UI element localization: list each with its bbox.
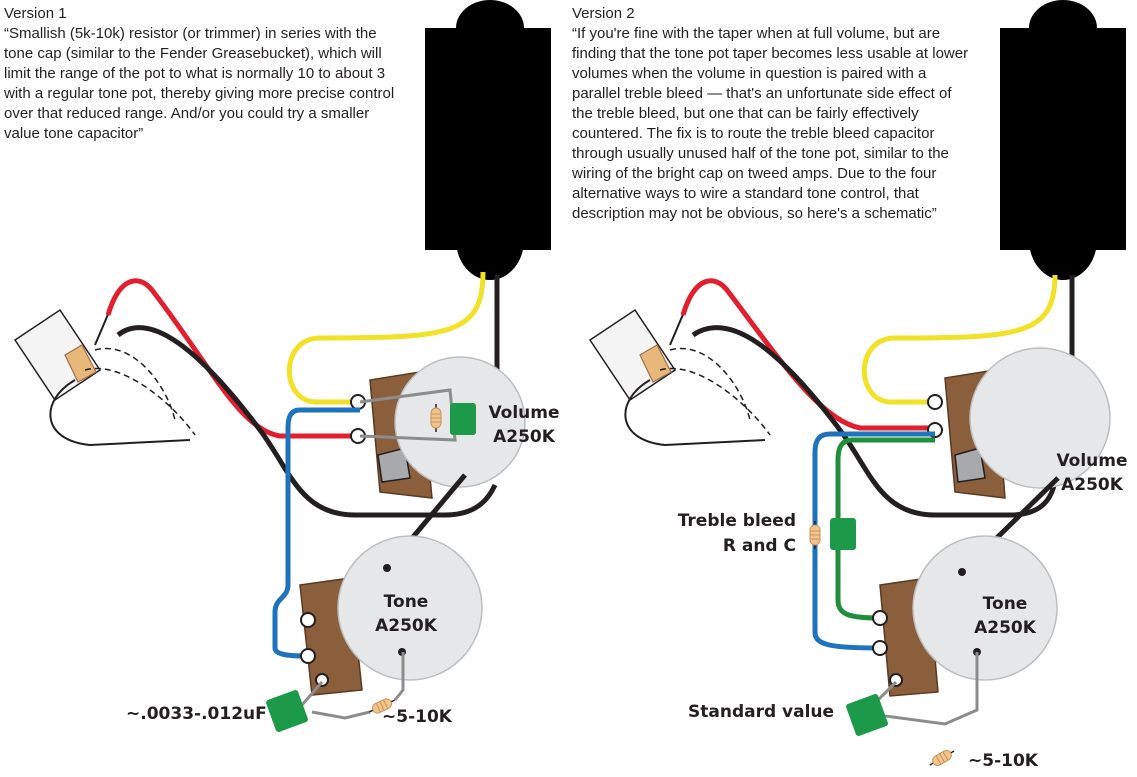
volume-value-v2: A250K: [1061, 475, 1123, 495]
version2-line: the treble bleed, but one that can be fa…: [572, 105, 919, 122]
tone-pot-v2: [912, 535, 1058, 681]
tone-cap-v2: [846, 694, 888, 736]
version2-line: volumes when the volume in question is p…: [572, 65, 927, 82]
treble-bleed-label-line1: Treble bleed: [677, 511, 796, 531]
version1-title: Version 1: [4, 5, 67, 22]
version2-title: Version 2: [572, 5, 635, 22]
version2-line: finding that the tone pot taper becomes …: [572, 45, 969, 62]
version1-line: with a regular tone pot, thereby giving …: [4, 85, 395, 102]
version2-line: “If you're fine with the taper when at f…: [572, 25, 941, 42]
resistor-label-v1: ~5-10K: [382, 707, 452, 727]
volume-value-v1: A250K: [493, 427, 555, 447]
tone-pot-v1: [337, 535, 483, 681]
treble-bleed-cap-v1: [450, 403, 476, 435]
treble-bleed-resistor-v2: [809, 520, 821, 550]
tone-value-v2: A250K: [974, 618, 1036, 638]
version1-line: value tone capacitor”: [4, 125, 144, 142]
pickup-v2: [1000, 0, 1126, 280]
version2-line: alternative ways to wire a standard tone…: [572, 185, 919, 202]
version2-line: countered. The fix is to route the trebl…: [572, 125, 935, 142]
version1-description: “Smallish (5k-10k) resistor (or trimmer)…: [4, 24, 424, 144]
tone-label-v2: Tone: [982, 594, 1028, 614]
cap-label-v2: Standard value: [688, 702, 835, 722]
version1-line: “Smallish (5k-10k) resistor (or trimmer)…: [4, 25, 377, 42]
cap-label-v1: ~.0033-.012uF: [126, 704, 267, 724]
tone-cap-v1: [266, 690, 308, 732]
output-jack-v2: [588, 304, 771, 447]
version1-line: tone cap (similar to the Fender Greasebu…: [4, 45, 382, 62]
treble-bleed-label-line2: R and C: [722, 536, 796, 556]
version2-line: description may not be obvious, so here'…: [572, 205, 937, 222]
volume-pot-v2: [969, 347, 1111, 489]
resistor-label-v2: ~5-10K: [968, 751, 1038, 771]
resistor-legend-v2: [926, 745, 958, 771]
output-jack-v1: [13, 304, 196, 447]
version2-description: “If you're fine with the taper when at f…: [572, 24, 992, 224]
pickup-v1: [425, 0, 551, 280]
version1-line: limit the range of the pot to what is no…: [4, 65, 386, 82]
volume-label-v2: Volume: [1056, 451, 1128, 471]
version2-line: through usually unused half of the tone …: [572, 145, 949, 162]
version2-line: parallel treble bleed — that's an unfort…: [572, 85, 952, 102]
volume-label-v1: Volume: [488, 403, 560, 423]
version2-artwork: [588, 0, 1126, 771]
tone-label-v1: Tone: [383, 592, 429, 612]
treble-bleed-cap-v2: [830, 518, 856, 550]
version2-line: wiring of the bright cap on tweed amps. …: [572, 165, 937, 182]
version1-line: over that reduced range. And/or you coul…: [4, 105, 370, 122]
tone-value-v1: A250K: [375, 616, 437, 636]
version1-artwork: [13, 0, 551, 732]
